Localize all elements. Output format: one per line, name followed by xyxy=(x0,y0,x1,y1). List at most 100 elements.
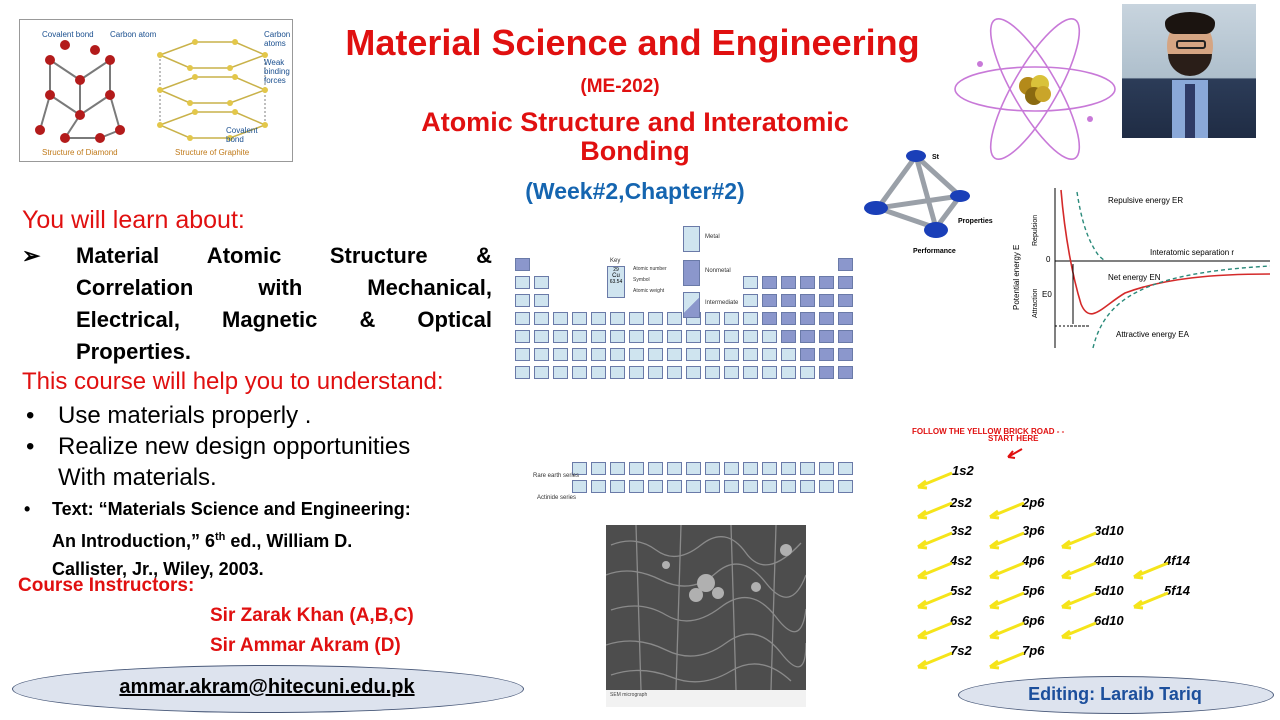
element-cell xyxy=(800,312,815,325)
yellow-arrow-icon xyxy=(917,471,953,490)
element-cell xyxy=(743,480,758,493)
yellow-arrow-icon xyxy=(1061,531,1097,550)
element-cell xyxy=(838,330,853,343)
yellow-arrow-icon xyxy=(989,621,1025,640)
caption-graphite: Structure of Graphite xyxy=(175,148,250,157)
editing-credit: Editing: Laraib Tariq xyxy=(1028,684,1202,704)
learn-line-2: Correlation with Mechanical, xyxy=(76,275,492,300)
element-cell xyxy=(591,330,606,343)
element-cell xyxy=(743,312,758,325)
element-cell xyxy=(762,348,777,361)
element-cell xyxy=(629,480,644,493)
element-cell xyxy=(800,480,815,493)
element-cell xyxy=(705,330,720,343)
element-cell xyxy=(762,294,777,307)
orbital-filling-diagram: FOLLOW THE YELLOW BRICK ROAD - - START H… xyxy=(912,427,1202,672)
actinide-label: Actinide series xyxy=(537,495,577,501)
understand-heading: This course will help you to understand: xyxy=(22,368,444,395)
element-cell xyxy=(781,294,796,307)
course-code: (ME-202) xyxy=(580,76,660,97)
element-cell xyxy=(838,276,853,289)
glasses-shape xyxy=(1176,40,1206,49)
repulsive-energy-label: Repulsive energy ER xyxy=(1108,196,1184,205)
element-cell xyxy=(743,348,758,361)
tetra-label-performance: Performance xyxy=(913,248,956,255)
credit-oval xyxy=(958,676,1274,714)
label-carbon-atom: Carbon atom xyxy=(110,30,157,39)
element-cell xyxy=(762,276,777,289)
element-cell xyxy=(705,348,720,361)
tie-shape xyxy=(1185,84,1195,138)
element-cell xyxy=(838,258,853,271)
element-cell xyxy=(515,330,530,343)
element-cell xyxy=(800,348,815,361)
element-cell xyxy=(781,276,796,289)
instructor-name-2: Sir Ammar Akram (D) xyxy=(210,635,401,656)
element-cell xyxy=(591,480,606,493)
net-energy-label: Net energy EN xyxy=(1108,273,1161,282)
element-cell xyxy=(819,312,834,325)
element-cell xyxy=(743,330,758,343)
yellow-arrow-icon xyxy=(917,501,953,520)
crystal-structure-diagram xyxy=(35,39,268,143)
week-chapter: (Week#2,Chapter#2) xyxy=(525,178,745,204)
learn-line-3: Electrical, Magnetic & Optical xyxy=(76,307,492,332)
element-cell xyxy=(819,294,834,307)
element-cell xyxy=(629,312,644,325)
element-cell xyxy=(667,330,682,343)
element-cell xyxy=(610,366,625,379)
element-cell xyxy=(667,480,682,493)
legend-nonmetal-swatch xyxy=(683,260,700,286)
key-label: Key xyxy=(610,258,621,264)
orbital-label: 2s2 xyxy=(949,495,972,510)
element-cell xyxy=(515,294,530,307)
element-cell xyxy=(534,312,549,325)
element-cell xyxy=(591,348,606,361)
orbital-label: 7p6 xyxy=(1022,643,1045,658)
element-cell xyxy=(572,462,587,475)
element-cell xyxy=(724,312,739,325)
element-cell xyxy=(610,462,625,475)
textbook-reference: •Text: “Materials Science and Engineerin… xyxy=(22,495,492,583)
orbital-label: 7s2 xyxy=(950,643,972,658)
element-cell xyxy=(743,276,758,289)
element-cell xyxy=(534,294,549,307)
email-link[interactable]: ammar.akram@hitecuni.edu.pk xyxy=(119,676,415,698)
yellow-arrow-icon xyxy=(989,591,1025,610)
element-cell xyxy=(838,462,853,475)
element-cell xyxy=(534,276,549,289)
diamond-graphite-figure: Covalent bond Carbon atom Carbon atoms W… xyxy=(19,19,293,162)
arrow-bullet-icon: ➢ xyxy=(22,243,41,268)
element-cell xyxy=(534,348,549,361)
element-cell xyxy=(591,366,606,379)
orbital-label: 6d10 xyxy=(1094,613,1124,628)
orbital-label: 5p6 xyxy=(1022,583,1045,598)
element-cell xyxy=(781,480,796,493)
element-cell xyxy=(610,312,625,325)
separation-label: Interatomic separation r xyxy=(1150,248,1235,257)
orbital-label: 3p6 xyxy=(1022,523,1045,538)
list-item: •Use materials properly . xyxy=(26,402,312,429)
periodic-table: Metal Nonmetal Intermediate Key 29 Cu 63… xyxy=(515,222,895,517)
element-cell xyxy=(724,480,739,493)
element-cell xyxy=(610,348,625,361)
learn-line-4: Properties. xyxy=(76,339,191,364)
rare-earth-label: Rare earth series xyxy=(533,473,580,479)
list-item: With materials. xyxy=(58,464,217,491)
element-cell xyxy=(838,294,853,307)
element-cell xyxy=(648,480,663,493)
caption-diamond: Structure of Diamond xyxy=(42,148,118,157)
list-item: •Realize new design opportunities xyxy=(26,433,411,460)
yellow-arrow-icon xyxy=(917,591,953,610)
yellow-arrow-icon xyxy=(989,651,1025,670)
yellow-arrow-icon xyxy=(1133,561,1169,580)
yellow-arrow-icon xyxy=(1061,561,1097,580)
orbital-label: 5f14 xyxy=(1164,583,1191,598)
understand-list: •Use materials properly . •Realize new d… xyxy=(22,400,410,493)
element-cell xyxy=(819,480,834,493)
element-cell xyxy=(781,312,796,325)
element-cell xyxy=(667,348,682,361)
element-cell xyxy=(781,330,796,343)
element-cell xyxy=(838,348,853,361)
attraction-label: Attraction xyxy=(1032,288,1039,318)
